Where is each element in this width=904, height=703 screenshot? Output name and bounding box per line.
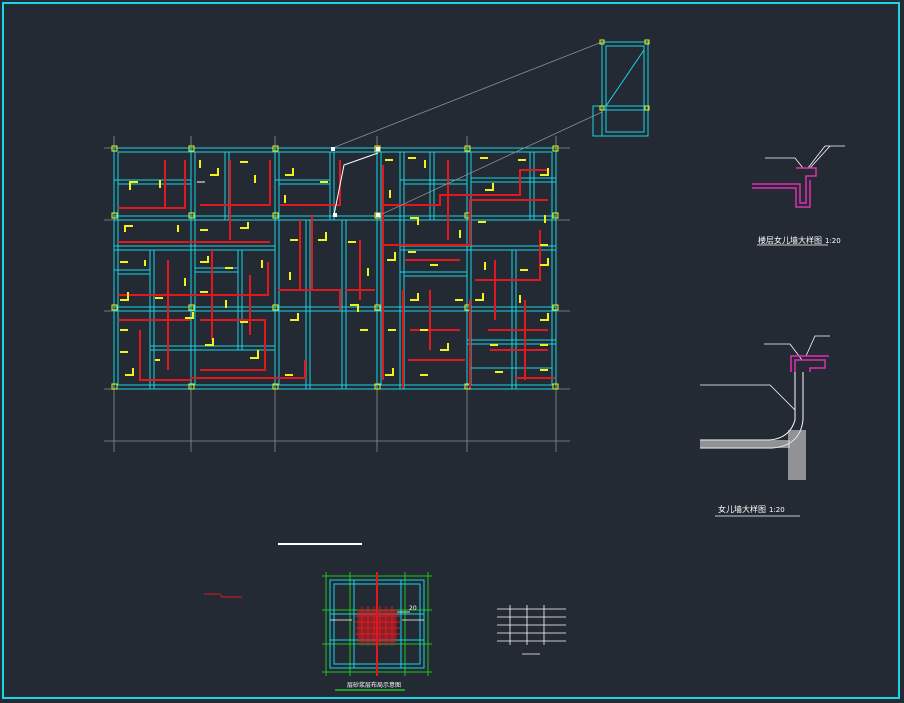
dimension-label: 20 (409, 605, 417, 612)
enlarged-callout (334, 39, 650, 216)
mortar-layout-detail (322, 572, 432, 691)
plan-leader (197, 152, 379, 216)
bottom-marks (204, 543, 362, 598)
parapet-detail (700, 335, 830, 517)
walls (113, 147, 557, 390)
roof-parapet-detail (752, 145, 845, 246)
plan-markers (331, 147, 380, 217)
legend-table (497, 605, 566, 655)
floor-plan (104, 136, 570, 452)
mortar-layout-title: 层砂浆层布局示意图 (347, 682, 402, 689)
pipe-network (118, 160, 555, 388)
fixtures (120, 157, 549, 376)
mortar-hatch (354, 606, 400, 646)
